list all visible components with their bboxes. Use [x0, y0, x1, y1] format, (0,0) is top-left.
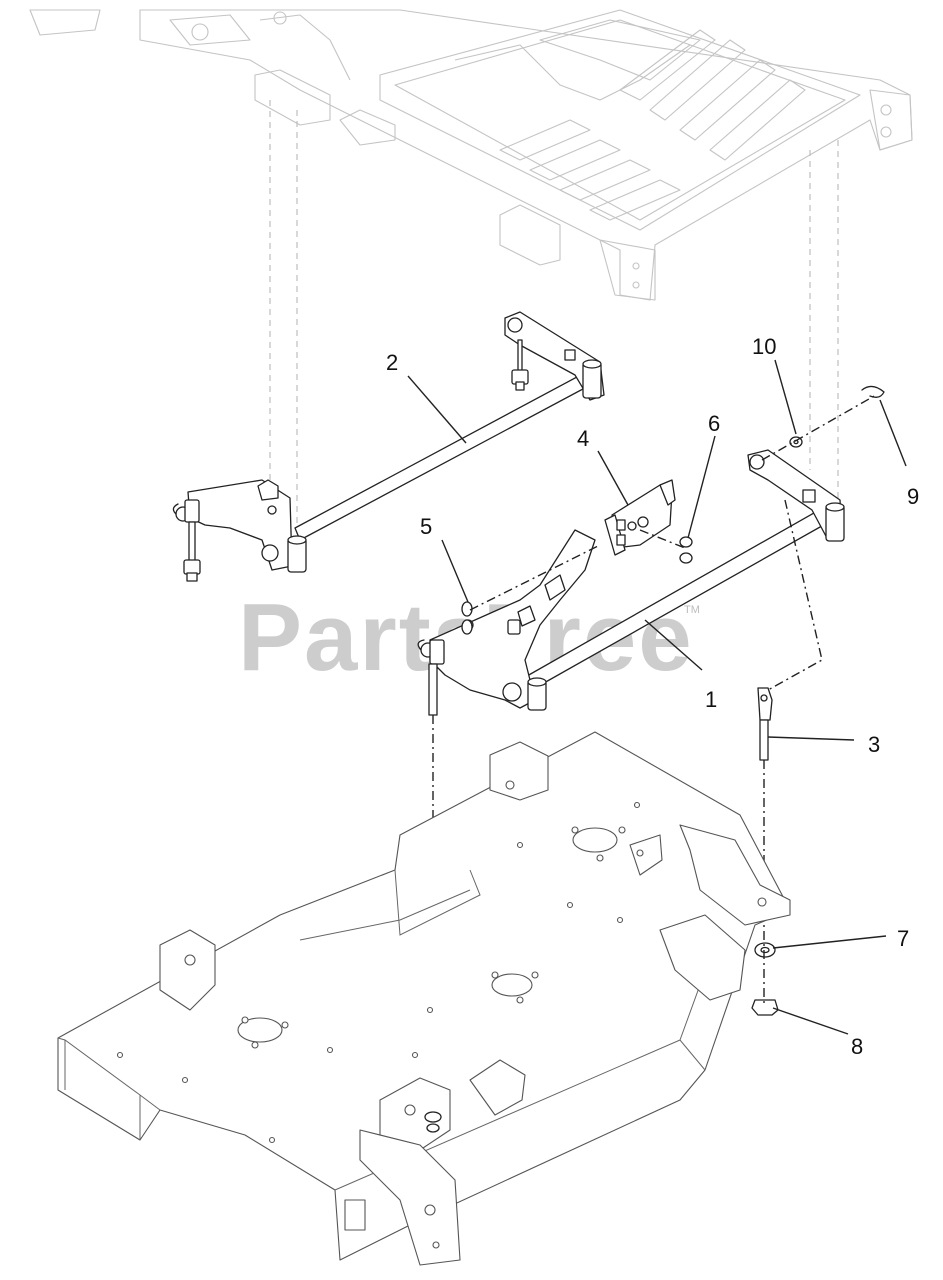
callout-labels: 2 1 3 4 5 6 7 8 9 10 [386, 334, 919, 1059]
callout-5: 5 [420, 514, 432, 539]
callout-1: 1 [705, 687, 717, 712]
part-6-nut [679, 536, 693, 548]
part-1-lift-bar [417, 449, 845, 716]
frame-alignment-lines [269, 100, 839, 540]
callout-6: 6 [708, 411, 720, 436]
callout-8: 8 [851, 1034, 863, 1059]
leader-lines [407, 359, 907, 1035]
callout-9: 9 [907, 484, 919, 509]
watermark-trademark: TM [684, 604, 700, 616]
mower-deck [57, 731, 791, 1266]
part-3-rod [757, 687, 773, 721]
part-2-lift-bar [172, 311, 605, 582]
callout-7: 7 [897, 926, 909, 951]
mower-frame [29, 9, 913, 301]
callout-4: 4 [577, 426, 589, 451]
part-4-bracket [604, 479, 676, 556]
callout-2: 2 [386, 350, 398, 375]
callout-10: 10 [752, 334, 776, 359]
part-9-clip [861, 385, 885, 398]
part-8-nut [751, 999, 779, 1016]
callout-3: 3 [868, 732, 880, 757]
